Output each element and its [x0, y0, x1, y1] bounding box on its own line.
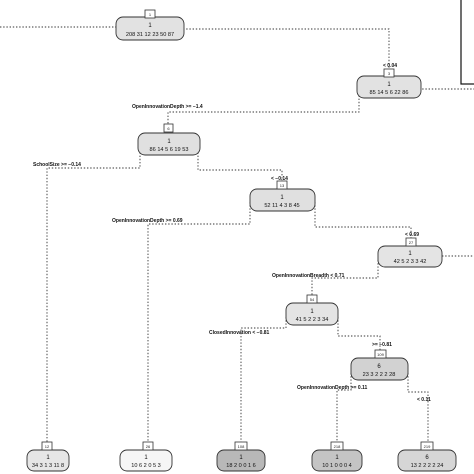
node-counts: 34 3 1 3 11 8 — [32, 463, 64, 469]
node-counts: 23 3 2 2 2 28 — [363, 372, 396, 378]
node-counts: 42 5 2 3 3 42 — [394, 259, 427, 265]
node-class: 1 — [280, 195, 284, 201]
node-number: 26 — [146, 444, 151, 449]
node-box — [137, 132, 201, 156]
node-number-tab — [234, 441, 248, 451]
node-number-tab — [383, 68, 395, 78]
node-number: 54 — [310, 297, 315, 302]
edge-13-26 — [147, 202, 251, 447]
node-class: 6 — [425, 455, 429, 461]
node-number-tab — [330, 441, 344, 451]
node-number-tab — [374, 349, 387, 359]
node-counts: 52 11 4 3 8 45 — [264, 203, 299, 209]
node-counts: 208 31 12 23 50 87 — [126, 32, 174, 38]
tree-node: 108 1 18 2 0 0 1 6 — [216, 441, 266, 472]
tree-node: 6 1 86 14 5 6 19 53 — [137, 123, 201, 156]
node-class: 1 — [310, 309, 314, 315]
split-label: OpenInnovationDepth >= −1.4 — [132, 104, 203, 110]
node-number: 1 — [149, 12, 152, 17]
tree-node: 219 6 13 2 2 2 2 24 — [397, 441, 457, 472]
tree-node: 26 1 10 6 2 0 5 3 — [119, 441, 173, 472]
node-number: 218 — [334, 444, 341, 449]
node-class: 1 — [46, 455, 50, 461]
tree-node: 27 1 42 5 2 3 3 42 — [377, 237, 443, 268]
node-number: 6 — [167, 126, 170, 131]
node-number: 13 — [280, 183, 285, 188]
split-label: < 0.04 — [383, 63, 397, 69]
tree-node: 13 1 52 11 4 3 8 45 — [249, 180, 316, 212]
split-labels: < 0.04 OpenInnovationDepth >= −1.4 Schoo… — [33, 63, 431, 403]
node-class: 1 — [335, 455, 339, 461]
edge-54-108 — [240, 317, 287, 447]
split-label: < 0.69 — [405, 232, 419, 238]
node-number-tab — [144, 9, 156, 19]
tree-node: 109 6 23 3 2 2 2 28 — [350, 349, 409, 381]
node-number-tab — [405, 237, 417, 247]
node-class: 1 — [148, 23, 152, 29]
split-label: SchoolSize >= −0.14 — [33, 162, 81, 168]
node-class: 1 — [239, 455, 243, 461]
split-label: ClosedInnovation < −0.81 — [209, 330, 270, 336]
node-class: 1 — [144, 455, 148, 461]
split-label: < 0.11 — [417, 397, 431, 403]
node-number: 27 — [409, 240, 414, 245]
node-counts: 18 2 0 0 1 6 — [226, 463, 256, 469]
tree-node: 12 1 34 3 1 3 11 8 — [26, 441, 70, 472]
node-counts: 86 14 5 6 19 53 — [150, 147, 189, 153]
split-label: OpenInnovationBreadth < 0.71 — [272, 273, 345, 279]
node-counts: 10 6 2 0 5 3 — [131, 463, 161, 469]
edge-6-12 — [46, 146, 141, 447]
node-class: 1 — [387, 82, 391, 88]
edge-6-13 — [197, 146, 283, 188]
edge-54-109 — [337, 317, 381, 356]
tree-node: 1 1 208 31 12 23 50 87 — [115, 9, 185, 41]
split-label: OpenInnovationDepth >= 0.69 — [112, 218, 183, 224]
node-number: 3 — [388, 71, 391, 76]
node-number-tab — [420, 441, 434, 451]
node-number: 219 — [424, 444, 431, 449]
tree-node: 54 1 41 5 2 2 3 34 — [285, 294, 339, 326]
tree-node: 3 1 85 14 5 6 22 86 — [356, 68, 422, 99]
edge-3-6 — [167, 89, 360, 131]
edge-13-27 — [314, 202, 412, 246]
split-label: >= −0.81 — [372, 342, 392, 348]
tree-nodes: 1 1 208 31 12 23 50 87 3 1 85 14 5 6 22 … — [26, 9, 457, 472]
edge-1-3 — [183, 28, 390, 75]
node-number: 12 — [45, 444, 50, 449]
node-class: 1 — [408, 251, 412, 257]
node-class: 1 — [167, 139, 171, 145]
legend-frame — [460, 0, 474, 85]
node-number-tab — [163, 123, 174, 133]
edge-27-54 — [311, 260, 379, 301]
split-label: < −0.14 — [271, 176, 288, 182]
node-number-tab — [306, 294, 318, 304]
node-number-tab — [41, 441, 53, 451]
node-counts: 10 1 0 0 0 4 — [322, 463, 352, 469]
edge-109-219 — [407, 373, 429, 447]
tree-node: 218 1 10 1 0 0 0 4 — [311, 441, 363, 472]
tree-edges — [0, 26, 474, 447]
split-label: OpenInnovationDepth >= 0.11 — [297, 385, 368, 391]
node-number-tab — [276, 180, 288, 190]
node-counts: 13 2 2 2 2 24 — [411, 463, 444, 469]
node-class: 6 — [377, 364, 381, 370]
node-number-tab — [142, 441, 154, 451]
node-number: 109 — [377, 352, 384, 357]
node-number: 108 — [238, 444, 245, 449]
node-counts: 85 14 5 6 22 86 — [370, 90, 409, 96]
node-counts: 41 5 2 2 3 34 — [296, 317, 329, 323]
